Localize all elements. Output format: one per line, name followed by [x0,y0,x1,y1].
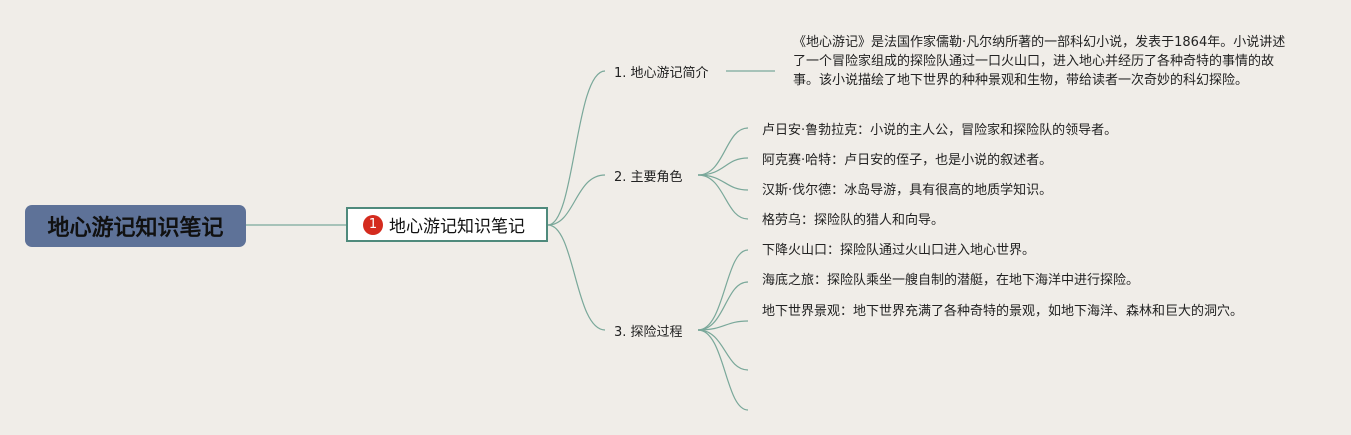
process-item-empty[interactable] [762,361,962,379]
connector-branch-2 [547,174,606,226]
connector-char-2 [697,157,749,176]
character-item[interactable]: 阿克赛·哈特：卢日安的侄子，也是小说的叙述者。 [762,153,1053,168]
branch-process[interactable]: 3. 探险过程 [614,325,683,340]
priority-badge: 1 [363,214,383,235]
connector-char-4 [697,174,749,220]
branch-intro[interactable]: 1. 地心游记简介 [614,66,709,81]
root-node[interactable]: 地心游记知识笔记 [25,205,246,247]
connector-step-1 [697,249,749,331]
connector-step-2 [697,281,749,331]
branch-characters[interactable]: 2. 主要角色 [614,170,683,185]
process-item[interactable]: 海底之旅：探险队乘坐一艘自制的潜艇，在地下海洋中进行探险。 [762,273,1140,288]
process-item-empty[interactable] [762,400,962,418]
process-item[interactable]: 下降火山口：探险队通过火山口进入地心世界。 [762,243,1036,258]
character-item[interactable]: 格劳乌：探险队的猎人和向导。 [762,213,945,228]
connector-char-3 [697,174,749,191]
intro-text[interactable]: 《地心游记》是法国作家儒勒·凡尔纳所著的一部科幻小说，发表于1864年。小说讲述… [793,35,1286,88]
root-title: 地心游记知识笔记 [47,216,224,241]
character-item[interactable]: 汉斯·伐尔德：冰岛导游，具有很高的地质学知识。 [762,183,1053,198]
connector-char-1 [697,127,749,176]
connector-step-3 [697,320,749,331]
connector-step-4 [697,329,749,371]
main-topic-node[interactable]: 1 地心游记知识笔记 [346,207,548,242]
connector-branch-3 [547,224,606,331]
character-item[interactable]: 卢日安·鲁勃拉克：小说的主人公，冒险家和探险队的领导者。 [762,123,1118,138]
connector-branch-1 [547,70,606,226]
process-item[interactable]: 地下世界景观：地下世界充满了各种奇特的景观，如地下海洋、森林和巨大的洞穴。 [762,304,1244,319]
main-topic-title: 地心游记知识笔记 [389,217,525,237]
connector-step-5 [697,329,749,411]
